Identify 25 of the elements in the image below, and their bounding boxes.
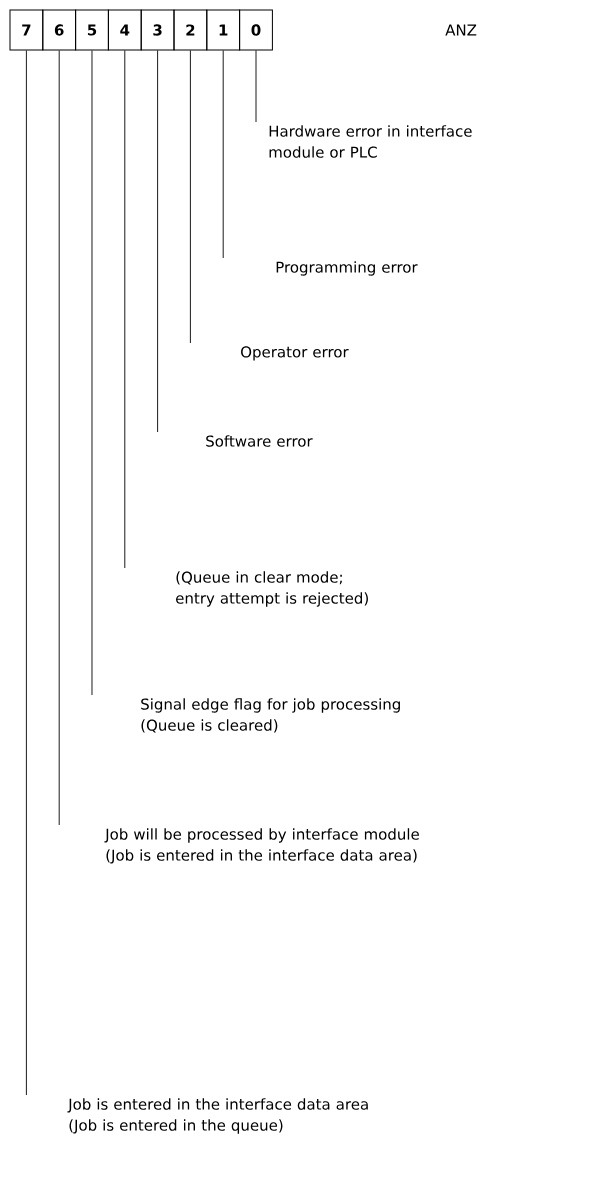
bit-description: Operator error (241, 346, 349, 361)
leader-line (58, 50, 60, 826)
bit-cell: 0 (239, 9, 273, 51)
bit-cell: 5 (75, 9, 109, 51)
bit-description: Hardware error in interface module or PLC (269, 125, 472, 158)
leader-line (222, 50, 224, 259)
bit-cell: 7 (9, 9, 44, 51)
bit-cell: 1 (206, 9, 241, 51)
bit-description: (Queue in clear mode; entry attempt is rejected) (176, 571, 368, 607)
bit-cell: 6 (42, 9, 77, 51)
bit-description: Job will be processed by interface module (Job is entered in the interface data area) (104, 828, 419, 864)
leader-line (91, 50, 93, 696)
leader-line (157, 50, 159, 433)
bit-description: Signal edge flag for job processing (Queue is cleared) (141, 698, 400, 733)
leader-line (25, 50, 27, 1096)
bit-description: Job is entered in the interface data area (Job is entered in the queue) (67, 1098, 368, 1134)
bit-description: Software error (206, 435, 313, 447)
bit-cell: 2 (173, 9, 208, 51)
register-name: ANZ (445, 24, 477, 36)
leader-line (255, 50, 257, 123)
leader-line (124, 50, 126, 569)
bit-cell: 4 (107, 9, 142, 51)
leader-line (189, 50, 191, 344)
bit-description: Programming error (276, 261, 418, 276)
bit-cell: 3 (140, 9, 175, 51)
